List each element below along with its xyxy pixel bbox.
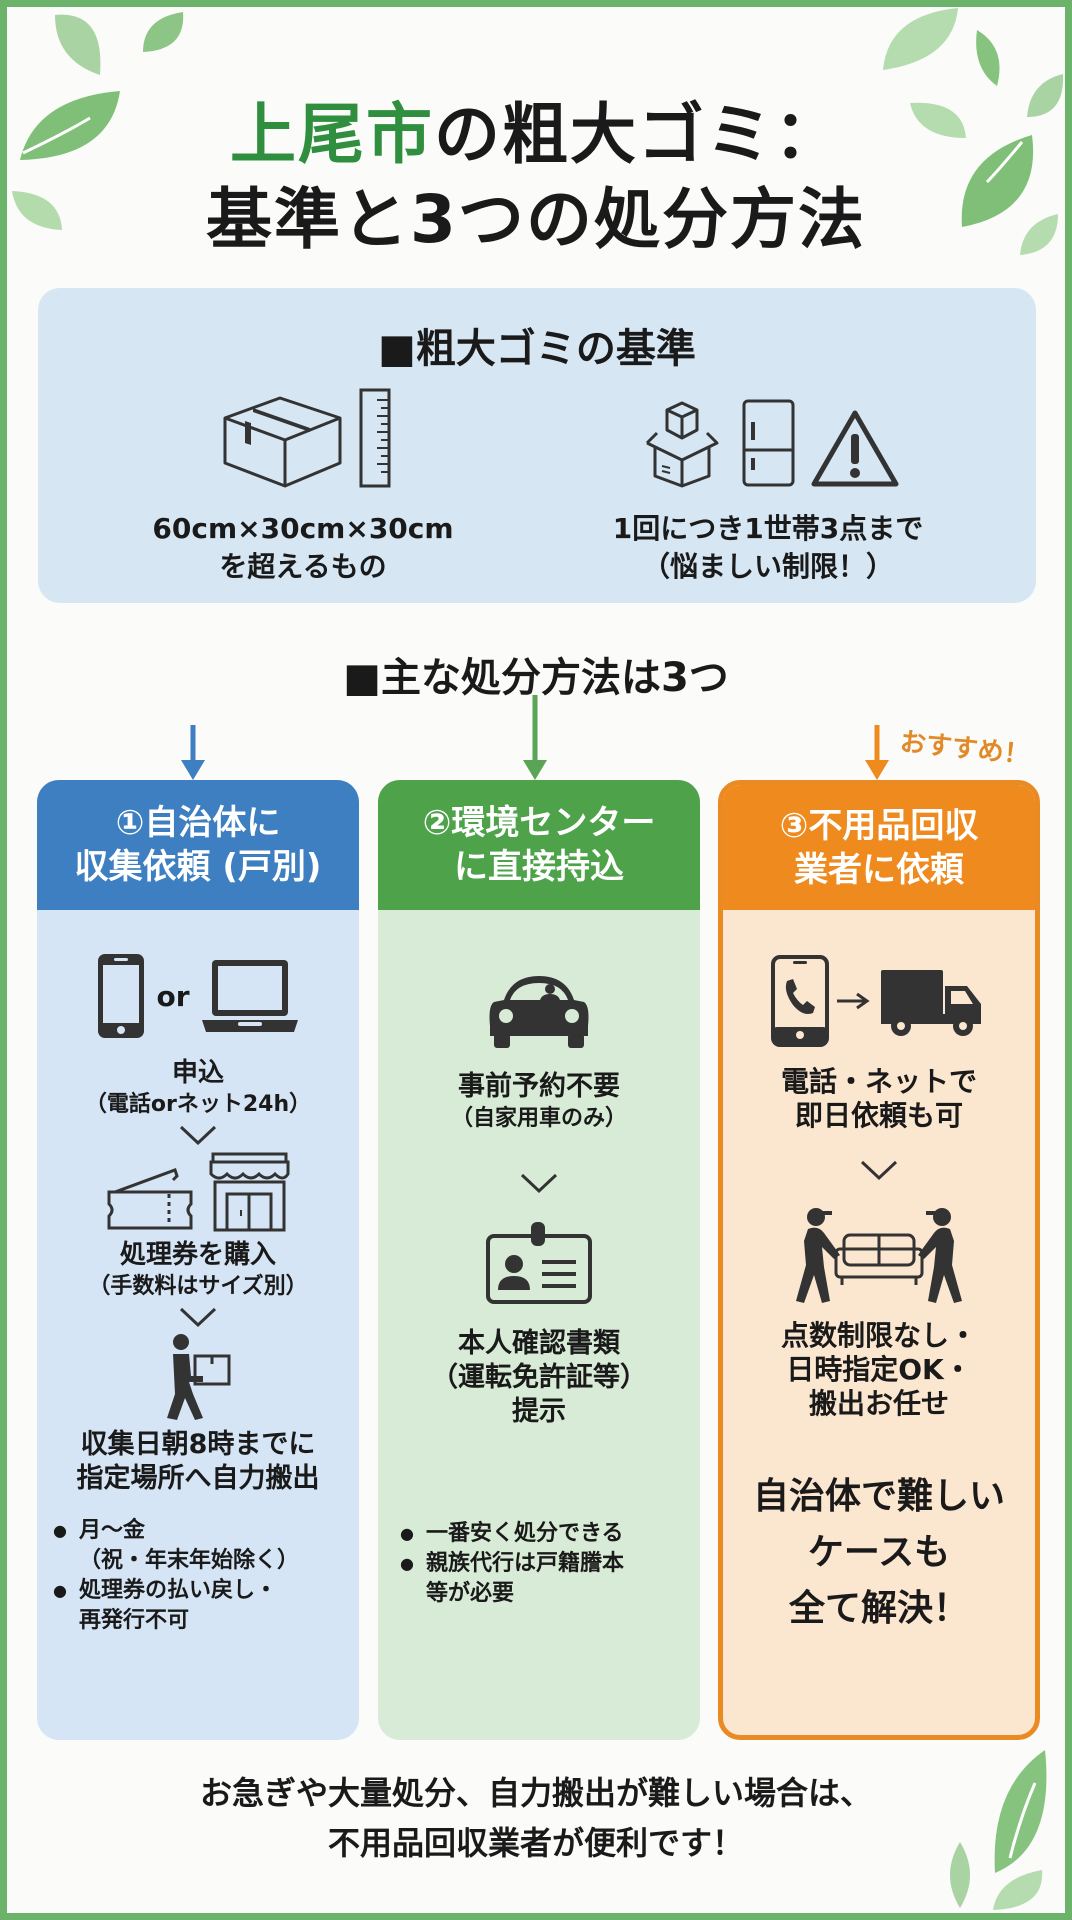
leaf-decoration-icon (12, 191, 62, 230)
page-title-line1: 上尾市の粗大ゴミ： (0, 95, 1072, 175)
title-rest: の粗大ゴミ： (434, 96, 842, 173)
leaf-decoration-icon (993, 1870, 1043, 1910)
step-benefits-line2: 日時指定OK・ (786, 1353, 972, 1386)
footer-message: お急ぎや大量処分、自力搬出が難しい場合は、 不用品回収業者が便利です！ (0, 1768, 1072, 1868)
method-header-municipal: ①自治体に 収集依頼 (戸別) (37, 780, 359, 910)
footer-line1: お急ぎや大量処分、自力搬出が難しい場合は、 (199, 1774, 872, 1812)
leaf-decoration-icon (1020, 214, 1058, 255)
step-no-reservation-sub: （自家用車のみ） (450, 1106, 627, 1131)
warning-icon (811, 410, 898, 487)
step-no-reservation: 事前予約不要 (458, 1071, 620, 1102)
header-line1: ③不用品回収 (779, 805, 979, 846)
leaf-decoration-icon (1027, 74, 1064, 117)
bullet-item: 一番安く処分できる (396, 1519, 700, 1549)
methods-heading: ■主な処分方法は3つ (343, 655, 729, 701)
header-line1: ①自治体に (115, 803, 281, 843)
bullet-item: 処理券の払い戻し・再発行不可 (49, 1576, 359, 1636)
step-benefits-line1: 点数制限なし・ (780, 1319, 977, 1352)
arrow-right-icon (837, 992, 870, 1010)
step-buy-ticket: 処理券を購入 (119, 1240, 276, 1270)
step-id-line2: （運転免許証等） (431, 1362, 647, 1393)
or-label: or (156, 979, 190, 1013)
criteria-size-line1: 60cm×30cm×30cm (152, 512, 454, 545)
step-request-line1: 電話・ネットで (780, 1065, 977, 1098)
criteria-limit-line1: 1回につき1世帯3点まで (612, 512, 924, 545)
header-line1: ②環境センター (422, 803, 656, 843)
chevron-down-icon (179, 1307, 217, 1328)
truck-icon (881, 969, 981, 1036)
step-id-line3: 提示 (512, 1396, 566, 1427)
smartphone-phone-icon (771, 955, 829, 1047)
leaf-decoration-icon (20, 91, 120, 160)
criteria-size-line2: を超えるもの (219, 550, 387, 583)
refrigerator-icon (742, 399, 794, 487)
person-carrying-box-icon (167, 1334, 231, 1420)
car-icon (489, 976, 589, 1048)
leaf-decoration-icon (950, 1842, 970, 1908)
leaf-decoration-icon (883, 8, 958, 70)
footer-line2: 不用品回収業者が便利です！ (327, 1824, 744, 1862)
step-carry-out-line1: 収集日朝8時までに (80, 1429, 316, 1460)
smartphone-icon (98, 954, 145, 1038)
id-card-icon (486, 1222, 592, 1304)
step-apply-sub: （電話orネット24h） (84, 1092, 312, 1117)
method-header-collection-company: ③不用品回収 業者に依頼 (723, 785, 1035, 910)
leaf-decoration-icon (994, 1750, 1047, 1873)
step-apply: 申込 (171, 1058, 224, 1088)
step-request-line2: 即日依頼も可 (794, 1099, 963, 1132)
leaf-decoration-icon (143, 12, 184, 52)
header-line2: 収集依頼 (戸別) (74, 847, 322, 887)
method-column-collection-company: ③不用品回収 業者に依頼 電話・ネットで 即日依頼も可 (718, 780, 1040, 1740)
leaf-decoration-icon (976, 30, 1000, 86)
chevron-down-icon (179, 1125, 217, 1146)
criteria-size: 60cm×30cm×30cm を超えるもの (93, 388, 513, 586)
page-title-line2: 基準と3つの処分方法 (206, 181, 866, 258)
store-icon (209, 1152, 289, 1232)
method-column-municipal: ①自治体に 収集依頼 (戸別) or 申込 （電話orネット24h） (37, 780, 359, 1740)
criteria-limit: 1回につき1世帯3点まで （悩ましい制限！） (558, 388, 978, 586)
leaf-decoration-icon (55, 14, 101, 75)
step-buy-ticket-sub: （手数料はサイズ別） (88, 1274, 308, 1299)
step-carry-out-line2: 指定場所へ自力搬出 (76, 1463, 320, 1494)
step-id-line1: 本人確認書類 (458, 1328, 620, 1359)
ruler-icon (359, 388, 391, 488)
bullet-item: 月～金（祝・年末年始除く） (49, 1516, 359, 1576)
step-benefits-line3: 搬出お任せ (808, 1387, 949, 1420)
stacked-boxes-icon (645, 401, 718, 488)
criteria-heading: ■粗大ゴミの基準 (378, 326, 696, 372)
leaf-decoration-icon (961, 135, 1034, 227)
laptop-icon (201, 960, 298, 1032)
leaf-decoration-icon (910, 102, 966, 138)
ticket-icon (107, 1168, 192, 1230)
header-line2: に直接持込 (454, 847, 624, 887)
header-line2: 業者に依頼 (794, 849, 964, 890)
method-column-environment-center: ②環境センター に直接持込 事前予約不要 （自家用車のみ） 本人確認書類 （運転… (378, 780, 700, 1740)
solution-message: 自治体で難しい ケースも 全て解決！ (752, 1476, 1005, 1629)
chevron-down-icon (860, 1160, 898, 1181)
cardboard-box-icon (223, 396, 342, 488)
movers-carrying-sofa-icon (796, 1208, 962, 1303)
method-header-environment-center: ②環境センター に直接持込 (378, 780, 700, 910)
city-name: 上尾市 (230, 96, 434, 173)
criteria-limit-line2: （悩ましい制限！） (641, 550, 894, 583)
criteria-panel: ■粗大ゴミの基準 (38, 288, 1036, 603)
chevron-down-icon (520, 1173, 558, 1194)
flow-arrows (181, 695, 889, 780)
